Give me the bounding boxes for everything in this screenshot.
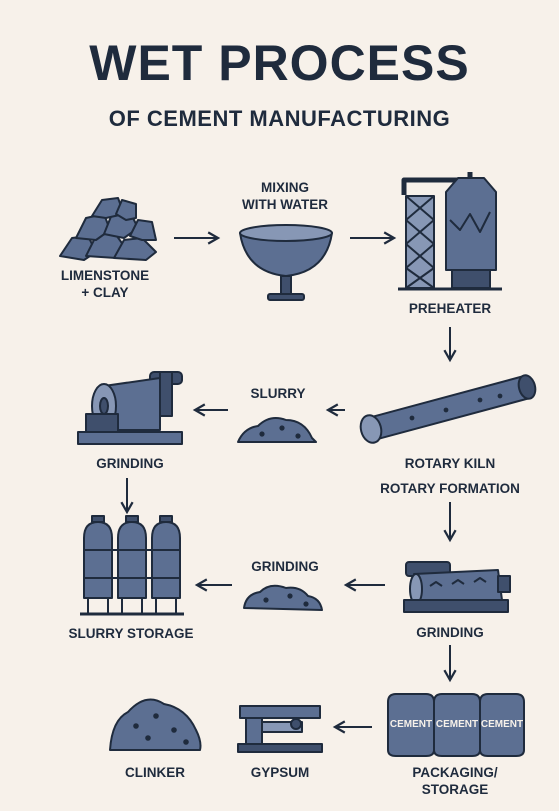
gypsum-press-icon xyxy=(237,705,323,753)
rotary-kiln-icon xyxy=(359,374,537,444)
label-preheater: PREHEATER xyxy=(408,301,492,316)
bag-label-2: CEMENT xyxy=(436,719,478,730)
label-limestone-clay: LIMENSTONE + CLAY xyxy=(60,268,150,300)
clinker-pile-icon xyxy=(109,698,202,751)
page-subtitle: OF CEMENT MANUFACTURING xyxy=(108,106,451,131)
preheater-tower-icon xyxy=(398,172,502,291)
label-grinding-middle: GRINDING xyxy=(251,559,319,574)
label-gypsum: GYPSUM xyxy=(250,765,310,780)
bag-label-3: CEMENT xyxy=(481,719,523,730)
rock-pile-icon xyxy=(59,197,157,261)
label-packaging-storage: PACKAGING/ STORAGE xyxy=(412,765,498,797)
label-clinker: CLINKER xyxy=(125,765,185,780)
ground-pile-icon xyxy=(243,584,323,611)
label-mixing-with-water: MIXING WITH WATER xyxy=(242,180,328,212)
label-rotary-formation: ROTARY FORMATION xyxy=(380,481,520,496)
label-grinding-top: GRINDING xyxy=(96,456,164,471)
bag-label-1: CEMENT xyxy=(390,719,432,730)
label-slurry: SLURRY xyxy=(250,386,306,401)
cement-bag-3 xyxy=(479,693,525,757)
label-grinding-right: GRINDING xyxy=(416,625,484,640)
label-rotary-kiln: ROTARY KILN xyxy=(404,456,496,471)
ball-mill-icon xyxy=(77,371,183,445)
slurry-pile-icon xyxy=(237,417,317,443)
label-slurry-storage: SLURRY STORAGE xyxy=(68,626,194,641)
page-title: WET PROCESS xyxy=(89,35,470,91)
cement-bags-icon xyxy=(387,693,525,757)
grinder-icon xyxy=(403,561,511,613)
mixing-bowl-icon xyxy=(239,224,333,301)
storage-tanks-icon xyxy=(80,515,184,616)
